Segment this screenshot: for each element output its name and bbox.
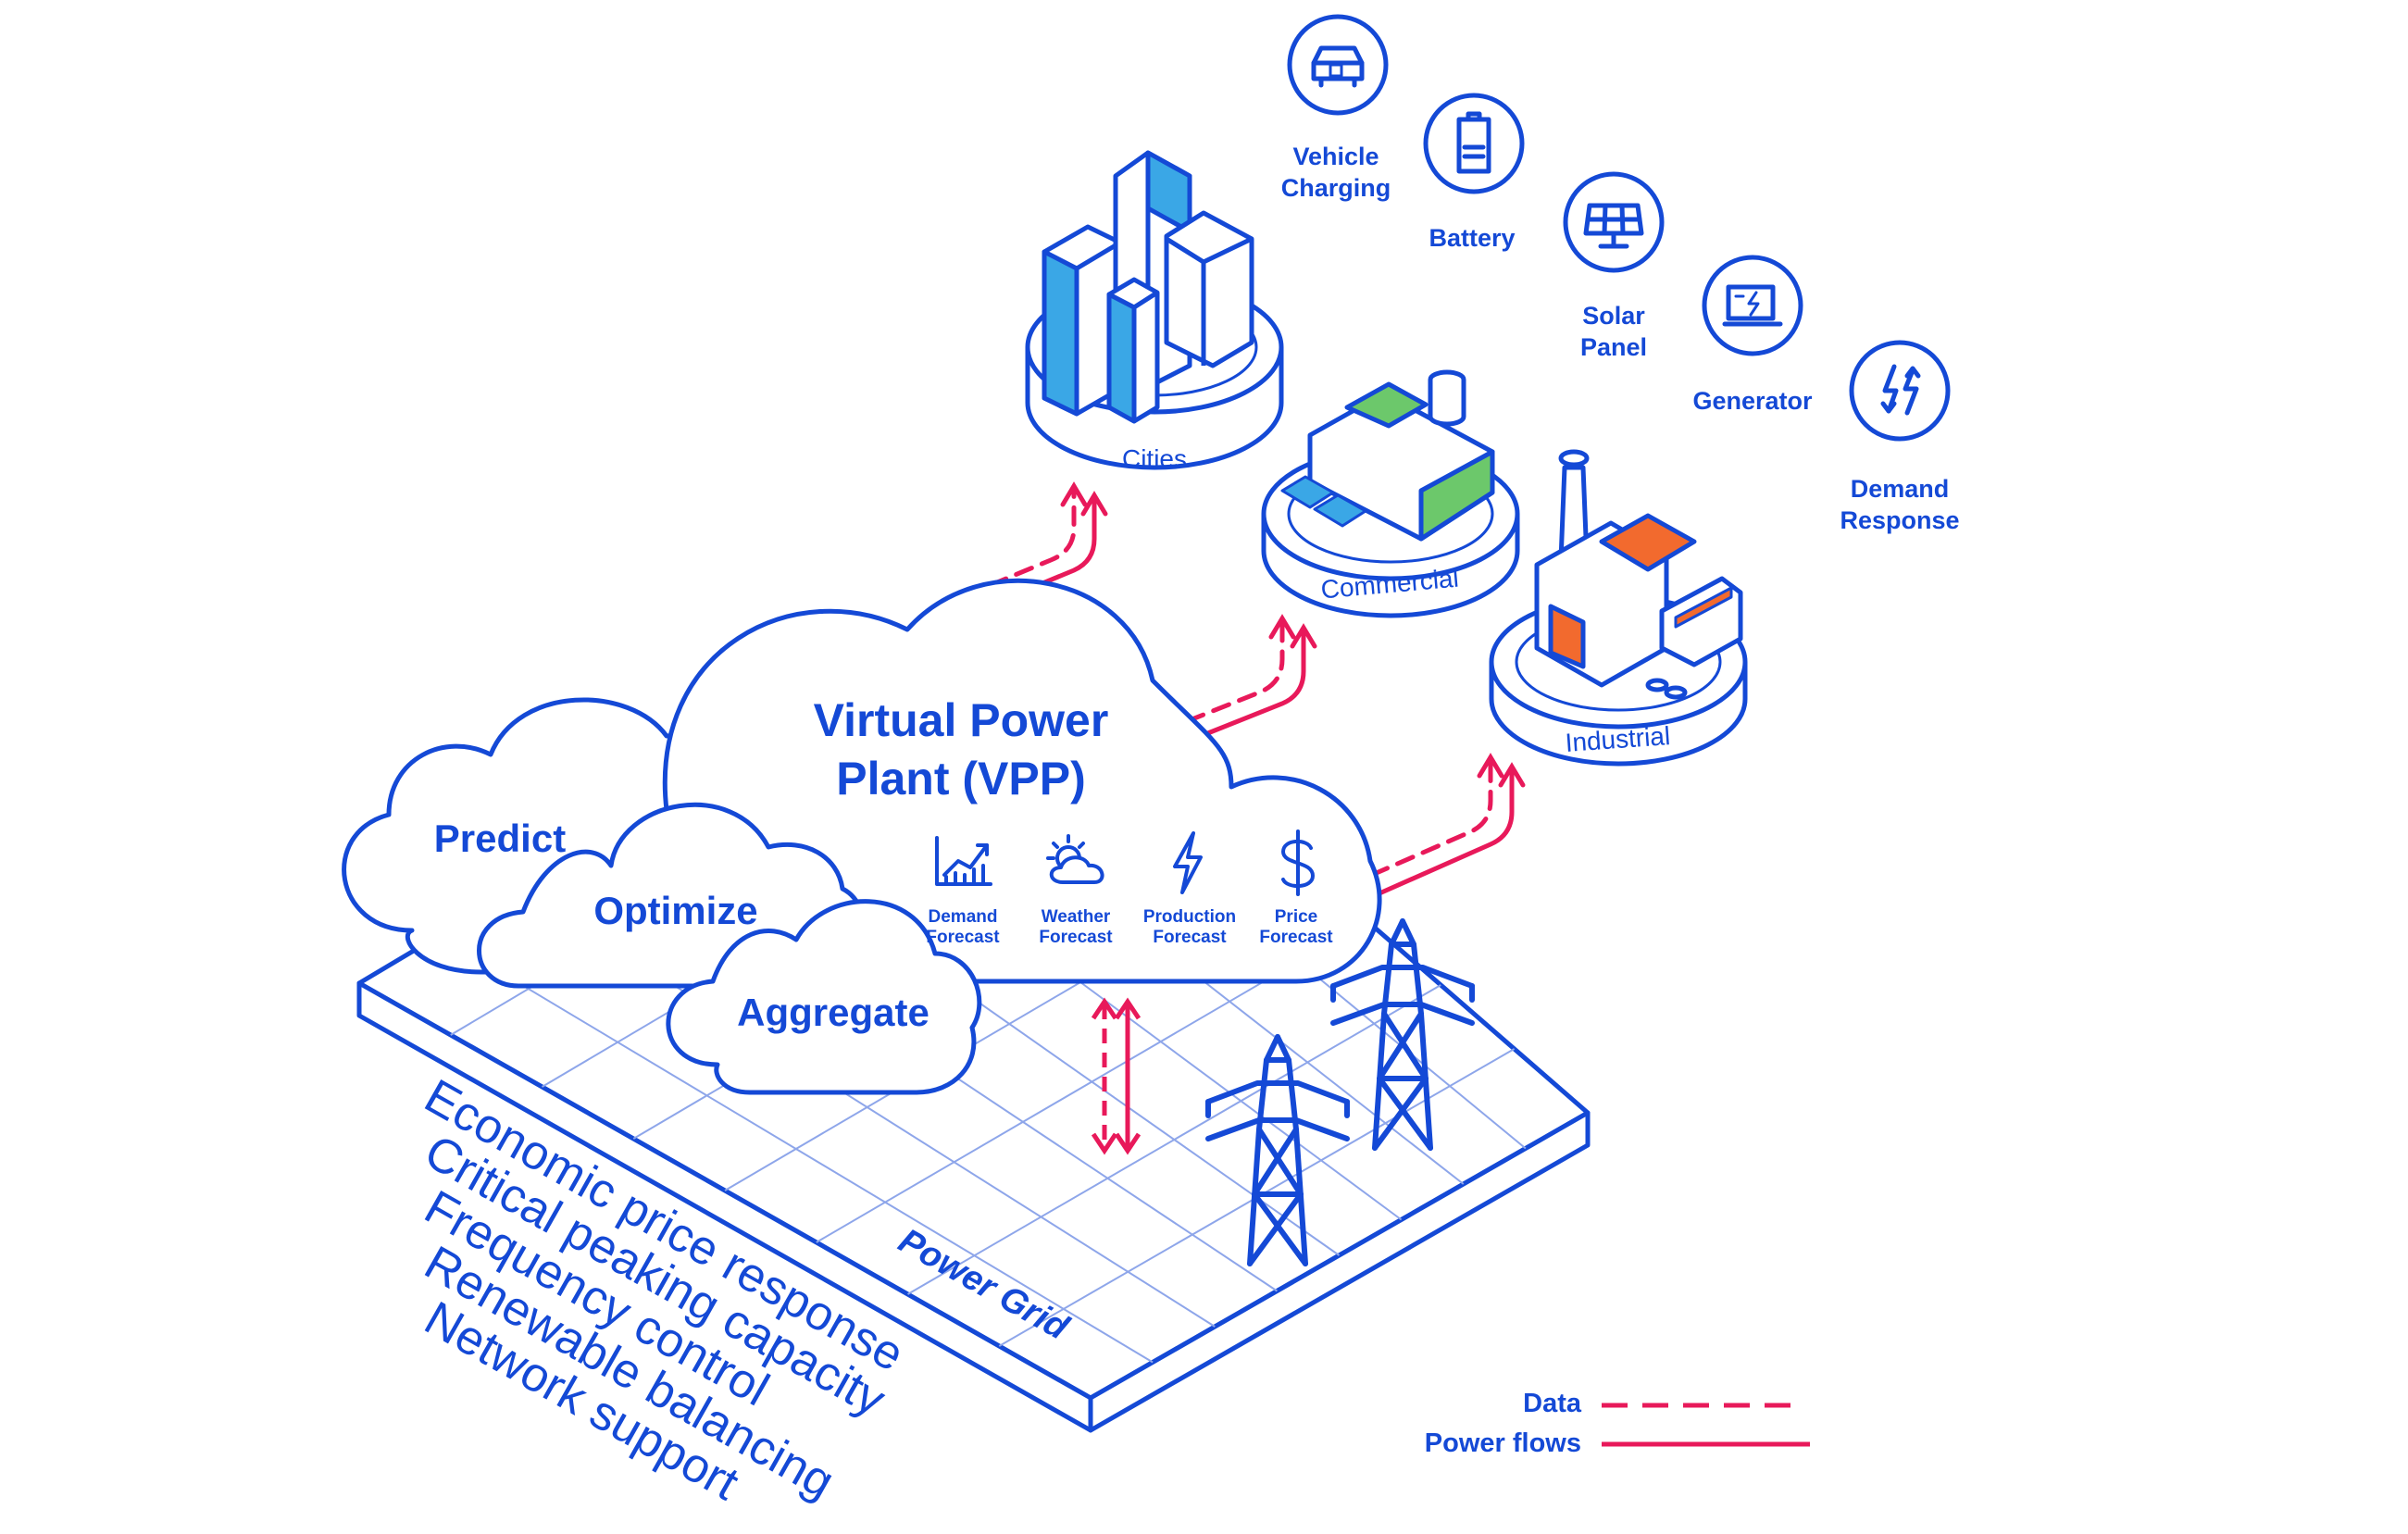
demand-forecast-label-2: Forecast — [926, 928, 1000, 947]
demand-forecast-label-1: Demand — [929, 907, 998, 927]
cities-platform: Cities — [1025, 150, 1284, 473]
demand-response-label-1: Demand — [1851, 475, 1950, 503]
battery-label: Battery — [1429, 224, 1515, 252]
vehicle-charging-label-2: Charging — [1281, 174, 1391, 202]
car-plug-icon — [1287, 14, 1389, 116]
grid-exchange-arrows — [1091, 997, 1142, 1155]
demand-response-icon — [1849, 340, 1951, 442]
aggregate-cloud — [666, 899, 982, 1095]
vehicle-charging-label-1: Vehicle — [1292, 143, 1379, 170]
solar-panel-label-2: Panel — [1580, 333, 1647, 361]
dollar-icon — [1281, 829, 1315, 896]
legend-data-label: Data — [1523, 1389, 1582, 1418]
weather-forecast-label-1: Weather — [1042, 907, 1111, 927]
tower-icon — [1205, 1034, 1350, 1266]
chart-icon — [935, 836, 992, 886]
legend-power-label: Power flows — [1425, 1428, 1581, 1458]
solar-panel-icon — [1563, 171, 1665, 273]
industrial-platform: Industrial — [1489, 449, 1748, 767]
production-forecast-label-2: Forecast — [1153, 928, 1227, 947]
grid-line — [906, 984, 1441, 1295]
predict-label: Predict — [434, 817, 566, 860]
vpp-title-line2: Plant (VPP) — [836, 753, 1085, 804]
generator-label: Generator — [1692, 387, 1813, 415]
forecast-labels: Demand Forecast Weather Forecast Product… — [926, 907, 1333, 947]
cities-label: Cities — [1122, 444, 1187, 473]
lightning-icon — [1173, 831, 1203, 894]
generator-icon — [1702, 255, 1803, 356]
weather-forecast-label-2: Forecast — [1039, 928, 1113, 947]
forecast-icons — [935, 829, 1315, 896]
commercial-platform: Commercial — [1261, 369, 1520, 618]
flow-arrows — [988, 481, 1526, 896]
resource-labels: Vehicle Charging Battery Solar Panel Gen… — [1281, 143, 1960, 534]
optimize-label: Optimize — [593, 889, 757, 932]
battery-icon — [1423, 93, 1525, 194]
production-forecast-label-1: Production — [1143, 907, 1236, 927]
legend: Data Power flows — [1425, 1389, 1810, 1458]
solar-panel-label-1: Solar — [1582, 302, 1645, 330]
tower-icon — [1330, 918, 1475, 1151]
vpp-title-line1: Virtual Power — [814, 694, 1109, 746]
demand-response-label-2: Response — [1840, 506, 1959, 534]
price-forecast-label-1: Price — [1275, 907, 1317, 927]
transmission-towers — [1205, 918, 1475, 1266]
price-forecast-label-2: Forecast — [1259, 928, 1333, 947]
resource-icons — [1287, 14, 1951, 442]
aggregate-label: Aggregate — [737, 991, 930, 1034]
grid-services-list: Economic price response Critical peaking… — [416, 1069, 913, 1511]
weather-icon — [1046, 834, 1104, 884]
